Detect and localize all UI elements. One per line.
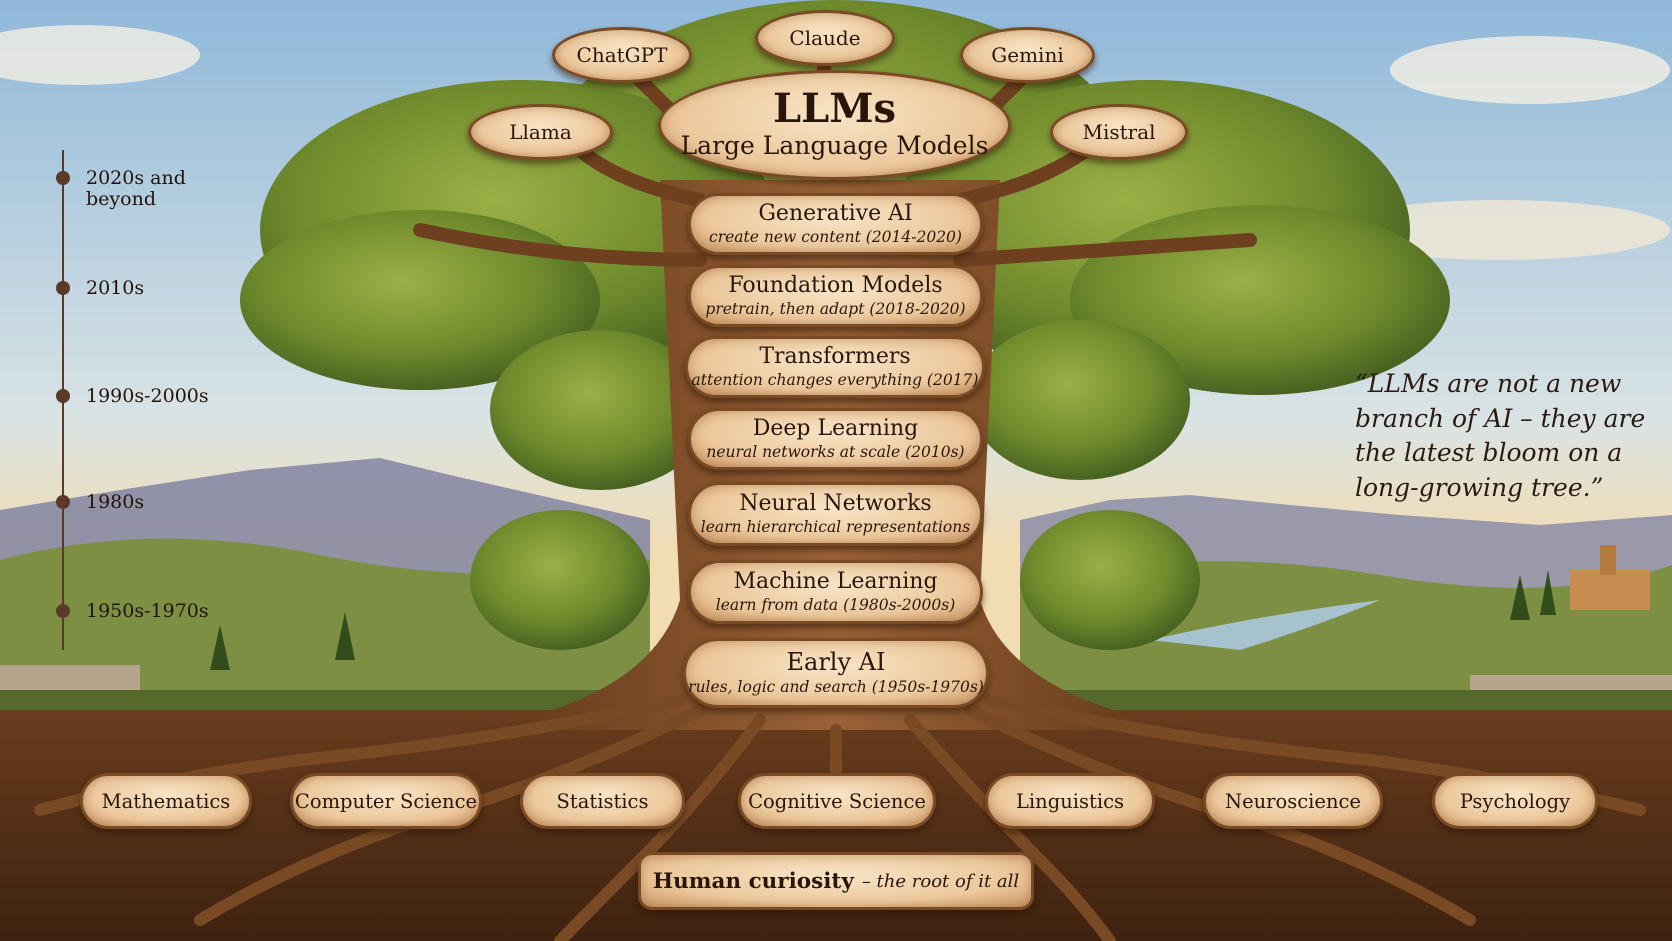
stage-subtitle: attention changes everything (2017) <box>691 370 979 389</box>
timeline-label: 1980s <box>86 491 145 513</box>
timeline-item: 1990s-2000s <box>56 386 209 407</box>
model-label: Llama <box>509 120 572 144</box>
human-curiosity-plaque[interactable]: Human curiosity – the root of it all <box>638 852 1034 910</box>
stage-title: Deep Learning <box>752 416 919 442</box>
stage-subtitle: learn from data (1980s-2000s) <box>715 595 956 614</box>
model-label: ChatGPT <box>576 43 668 67</box>
root-label: Cognitive Science <box>748 789 926 813</box>
cypress <box>1540 570 1556 615</box>
model-label: Mistral <box>1082 120 1156 144</box>
timeline-label: 1990s-2000s <box>86 385 209 407</box>
stage-title: Transformers <box>759 344 911 370</box>
root-statistics[interactable]: Statistics <box>520 773 685 829</box>
root-cognitive-science[interactable]: Cognitive Science <box>738 773 936 829</box>
root-label: Statistics <box>556 789 649 813</box>
model-label: Claude <box>789 26 861 50</box>
model-chatgpt[interactable]: ChatGPT <box>552 27 692 83</box>
root-linguistics[interactable]: Linguistics <box>985 773 1155 829</box>
timeline-item: 1980s <box>56 492 144 513</box>
human-curiosity-label: Human curiosity <box>652 868 854 894</box>
river <box>1150 600 1380 650</box>
stage-title: Foundation Models <box>728 273 943 299</box>
llm-title: LLMs <box>772 85 897 133</box>
cypress <box>210 625 230 670</box>
timeline-item: 1950s-1970s <box>56 601 209 622</box>
root-label: Mathematics <box>101 789 231 813</box>
llm-plaque[interactable]: LLMs Large Language Models <box>658 70 1011 180</box>
stage-title: Early AI <box>786 648 886 677</box>
stage-subtitle: neural networks at scale (2010s) <box>706 442 965 461</box>
stage-early-ai[interactable]: Early AI rules, logic and search (1950s-… <box>683 638 989 708</box>
root-label: Psychology <box>1459 789 1571 813</box>
stage-generative-ai[interactable]: Generative AI create new content (2014-2… <box>688 193 983 255</box>
root-label: Neuroscience <box>1225 789 1361 813</box>
model-label: Gemini <box>991 43 1064 67</box>
timeline-dot <box>56 604 70 618</box>
villa <box>1570 570 1650 610</box>
timeline-dot <box>56 281 70 295</box>
stage-subtitle: pretrain, then adapt (2018-2020) <box>705 299 966 318</box>
root-psychology[interactable]: Psychology <box>1432 773 1598 829</box>
stage-machine-learning[interactable]: Machine Learning learn from data (1980s-… <box>688 560 983 624</box>
stage-subtitle: rules, logic and search (1950s-1970s) <box>688 677 984 696</box>
stage-title: Neural Networks <box>739 491 932 517</box>
quote-text: “LLMs are not a new branch of AI – they … <box>1355 369 1646 502</box>
model-mistral[interactable]: Mistral <box>1050 104 1188 160</box>
timeline-label: 2010s <box>86 277 145 299</box>
villa-tower <box>1600 545 1616 575</box>
stage-transformers[interactable]: Transformers attention changes everythin… <box>685 336 985 398</box>
root-computer-science[interactable]: Computer Science <box>290 773 482 829</box>
timeline-dot <box>56 389 70 403</box>
timeline-item: 2020s and beyond <box>56 168 216 210</box>
model-claude[interactable]: Claude <box>755 10 895 66</box>
llm-subtitle: Large Language Models <box>680 131 989 161</box>
root-label: Computer Science <box>294 789 478 813</box>
cloud <box>0 25 200 85</box>
timeline-dot <box>56 495 70 509</box>
stage-title: Generative AI <box>758 201 913 227</box>
root-neuroscience[interactable]: Neuroscience <box>1203 773 1383 829</box>
timeline-label: 2020s and beyond <box>86 167 186 210</box>
cypress <box>1510 575 1530 620</box>
stage-neural-networks[interactable]: Neural Networks learn hierarchical repre… <box>688 482 983 546</box>
stage-foundation-models[interactable]: Foundation Models pretrain, then adapt (… <box>688 265 983 327</box>
cypress <box>335 612 355 660</box>
stage-deep-learning[interactable]: Deep Learning neural networks at scale (… <box>688 408 983 470</box>
root-label: Linguistics <box>1015 789 1125 813</box>
root-mathematics[interactable]: Mathematics <box>80 773 252 829</box>
cloud <box>1330 200 1670 260</box>
timeline-label: 1950s-1970s <box>86 600 209 622</box>
timeline-dot <box>56 171 70 185</box>
human-curiosity-subtitle: – the root of it all <box>861 870 1020 892</box>
model-llama[interactable]: Llama <box>468 104 613 160</box>
timeline-item: 2010s <box>56 278 144 299</box>
stage-subtitle: create new content (2014-2020) <box>709 227 962 246</box>
model-gemini[interactable]: Gemini <box>960 27 1095 83</box>
cloud <box>1390 36 1670 104</box>
stage-subtitle: learn hierarchical representations <box>700 517 971 536</box>
stage-title: Machine Learning <box>733 569 938 595</box>
